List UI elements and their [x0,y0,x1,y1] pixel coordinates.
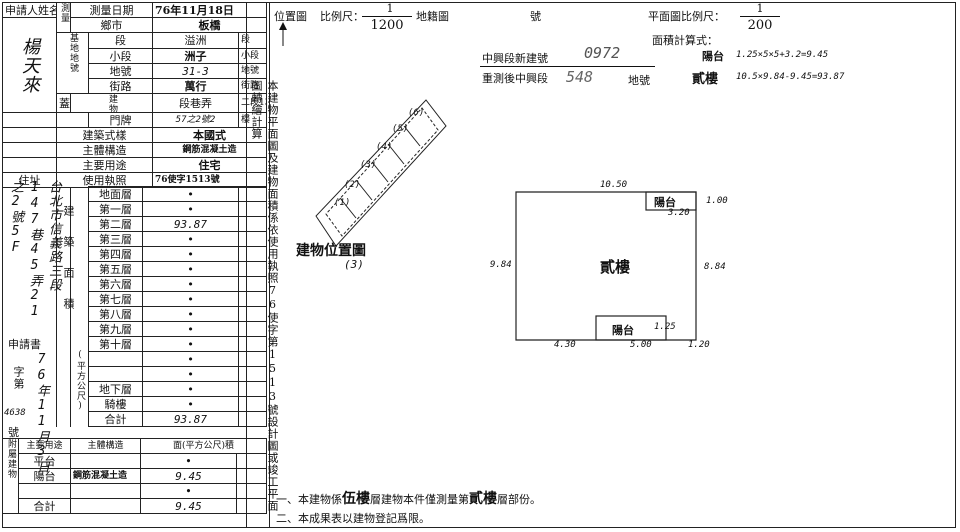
building-no-line [480,66,655,67]
floor-area-table: 地面層第一層第二層93.87第三層第四層第五層第六層第七層第八層第九層第十層地下… [56,186,267,427]
floor-name: 第三層 [88,231,143,247]
lane-label: 段巷弄 [152,93,239,113]
north-arrow-icon [279,22,287,46]
note1-floors: 伍樓 [342,491,370,507]
calc-balcony-label: 陽台 [702,50,724,63]
site-plan-sketch [315,99,447,246]
floor-area: 93.87 [142,216,239,232]
floor-row: 地面層 [56,186,267,202]
balcony-top: 陽台 [654,196,676,209]
resurvey-label: 重測後中興段 [482,72,548,85]
plan-scale-label: 平面圖比例尺： [648,10,725,23]
building-no: 0972 [584,44,621,62]
scale-bar [362,16,412,17]
resurvey-lot: 548 [566,68,594,86]
dim-bottom-a: 4.30 [554,340,576,350]
section-suffix: 段 [238,32,267,49]
lot-label: 地號 [88,63,153,79]
floor-row: 地下層 [56,381,267,397]
street: 萬行 [152,78,239,94]
number-label-plan: 號 [530,10,541,23]
area-unit-label: (平方公尺) [75,350,85,412]
building-no-label: 中興段新建號 [482,52,548,65]
site-lot: (5) [392,124,409,134]
calc-balcony: 1.25×5×5+3.2=9.45 [736,50,829,60]
site-lot: (2) [344,180,361,190]
note-1: 一、本建物係伍樓層建物本件僅測量第貳樓層部份。 [276,488,541,508]
dim-bottom-b: 5.00 [630,340,652,350]
annex-total-label: 合計 [18,498,71,514]
dim-right: 8.84 [704,262,726,272]
area-side-label: 建築面積 [62,205,75,329]
location-label: 位置圖 [274,10,307,23]
floor-row: 第一層 [56,201,267,217]
dim-bal-top-h: 1.00 [706,196,728,206]
form-main-table: 申請人姓名 測量 測量日期 76年11月18日 楊天來 鄉市 板橋 基地地號 段… [2,2,267,188]
note1-floor: 貳樓 [469,491,497,507]
dim-left: 9.84 [490,260,512,270]
annex-table: 附屬建物 主要用途 主體構造 面(平方公尺)積 平台 陽台 鋼筋混凝土造 9.4… [2,438,267,514]
note-2: 二、本成果表以建物登記爲限。 [276,512,430,525]
floor-row: 第六層 [56,276,267,292]
calc-floor-label: 貳樓 [692,72,719,87]
note1-suffix: 層部份。 [497,493,541,506]
plan-scale-num: 1 [756,2,764,15]
floor-label: 貳樓 [600,258,631,276]
application-label: 申請書 [8,338,41,351]
floor-row: 騎樓 [56,396,267,412]
floor-name: 第五層 [88,261,143,277]
floor-row: 第三層 [56,231,267,247]
scale-num: 1 [386,2,394,15]
calc-floor: 10.5×9.84-9.45=93.87 [736,72,845,82]
dim-top: 10.50 [600,180,628,190]
calc-label: 面積計算式： [652,34,718,47]
plan-scale-bar [740,16,780,17]
balcony-bottom: 陽台 [612,324,634,337]
application-no-suffix: 號 [8,426,19,439]
address-label: 住址 [2,172,57,188]
resurvey-suffix: 地號 [628,74,650,87]
site-sub: (3) [344,258,364,271]
dim-bal-top-w: 3.20 [668,208,690,218]
scale-den: 1200 [370,18,404,33]
floor-row [56,351,267,367]
application-no-label: 字第 [12,366,25,390]
scale-label: 比例尺： [320,10,364,23]
application-no: 4638 [4,408,26,418]
plan-scale-den: 200 [747,18,773,33]
dim-bal-bottom-h: 1.25 [654,322,676,332]
style: 本國式 [152,127,267,143]
applicant-name: 楊天來 [2,17,57,113]
note1-prefix: 一、本建物係 [276,493,342,506]
floor-row [56,366,267,382]
floor-area: 93.87 [142,411,239,427]
dim-bottom-c: 1.20 [688,340,710,350]
note-column [246,2,270,528]
cadastral-label: 地籍圖 [416,10,449,23]
floor-plan [515,191,697,341]
note1-mid: 層建物本件僅測量第 [370,493,469,506]
site-lot: (3) [360,160,377,170]
site-lot: (4) [376,142,393,152]
annex-total: 9.45 [140,498,237,514]
vertical-note: 本建物平面圖及建物面積係依使用執照76使字第1513號設計圖或竣工平面圖轉繪計算 [250,80,279,512]
floor-row: 第七層 [56,291,267,307]
site-title: 建物位置圖 [296,243,366,259]
floor-name: 合計 [88,411,143,427]
site-lot: (6) [408,108,425,118]
site-lot: (1) [334,198,351,208]
floor-row: 第五層 [56,261,267,277]
